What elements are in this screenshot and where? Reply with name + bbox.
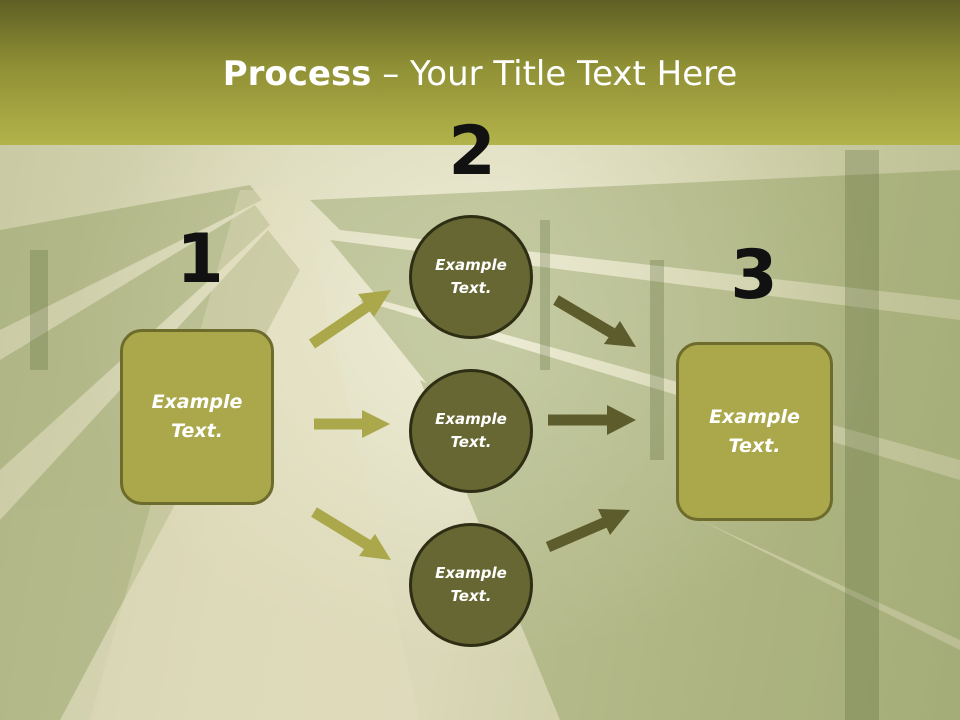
title-strong: Process [222,54,372,94]
step-number-1: 1 [176,220,224,299]
step-number-3: 3 [730,236,778,315]
step-1-box: Example Text. [120,329,274,505]
step-2-circle-top: Example Text. [409,215,533,339]
step-1-text: Example Text. [151,391,243,442]
circle-top-text: Example Text. [435,256,507,297]
step-2-circle-bottom: Example Text. [409,523,533,647]
title-rest: – Your Title Text Here [371,54,738,94]
step-3-text: Example Text. [709,405,800,457]
title-bar: Process – Your Title Text Here [0,0,960,145]
step-number-2: 2 [448,112,496,191]
circle-bottom-text: Example Text. [435,564,507,605]
step-2-circle-middle: Example Text. [409,369,533,493]
slide-title: Process – Your Title Text Here [0,52,960,96]
circle-middle-text: Example Text. [435,410,507,451]
step-3-box: Example Text. [676,342,833,521]
